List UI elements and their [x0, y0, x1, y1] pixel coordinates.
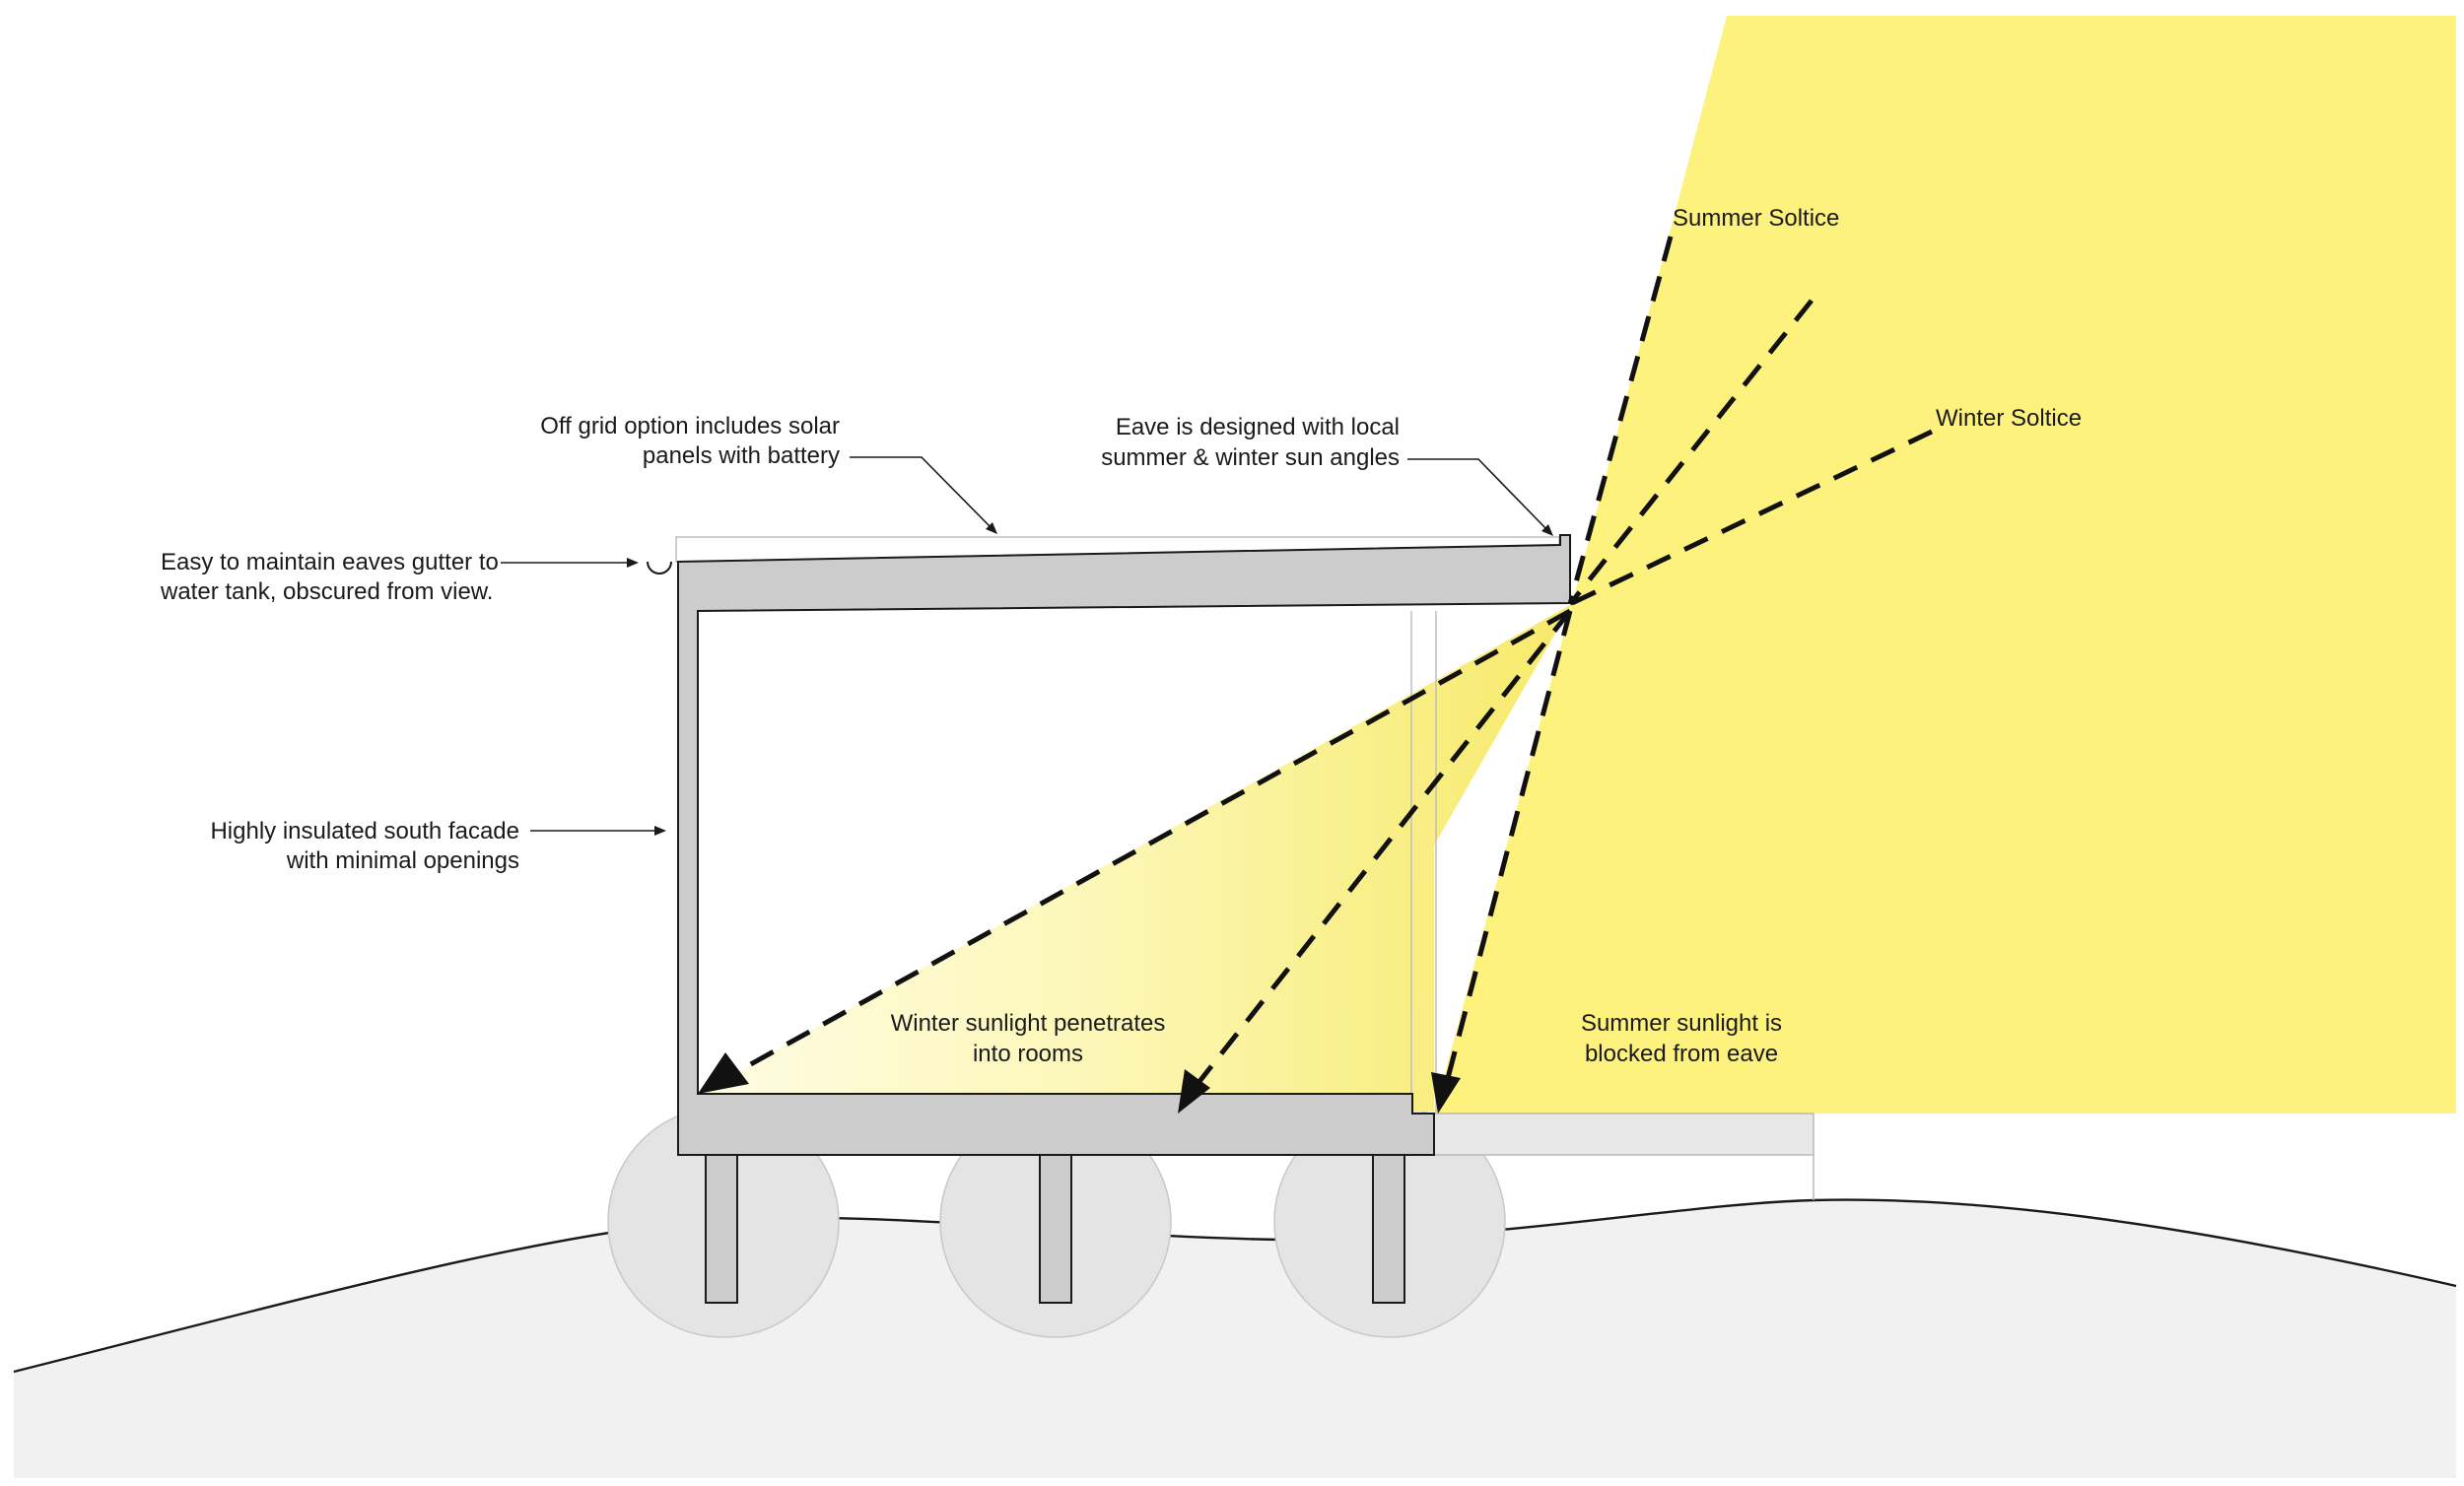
facade-label-line1: Highly insulated south facade — [210, 818, 519, 844]
deck — [1433, 1113, 1814, 1156]
facade-label-line2: with minimal openings — [286, 847, 519, 874]
pier-1 — [705, 1154, 738, 1304]
off-grid-label-line1: Off grid option includes solar — [540, 413, 840, 439]
mid-ray-into-room — [1196, 609, 1572, 1086]
pier-3 — [1372, 1154, 1405, 1304]
facade-leader-arrow — [654, 826, 666, 836]
summer-solstice-label: Summer Soltice — [1673, 205, 1839, 232]
winter-solstice-label: Winter Soltice — [1936, 405, 2082, 432]
eave-label-line1: Eave is designed with local — [1116, 414, 1400, 440]
winter-sunlight-region — [698, 604, 1572, 1112]
off-grid-leader — [850, 456, 994, 531]
eave-leader — [1407, 458, 1550, 533]
eaves-gutter — [647, 561, 672, 574]
ground — [14, 1199, 2456, 1478]
off-grid-label-line2: panels with battery — [643, 442, 840, 469]
winter-solstice-ray — [1568, 429, 1934, 607]
eave-leader-arrow — [1541, 524, 1553, 536]
mid-season-ray — [1568, 299, 1814, 606]
eave-label-line2: summer & winter sun angles — [1101, 444, 1400, 471]
winter-light-label-line1: Winter sunlight penetrates — [891, 1010, 1166, 1037]
gutter-leader-arrow — [627, 558, 639, 568]
mid-ray-arrowhead — [1178, 1069, 1210, 1114]
gutter-label-line1: Easy to maintain eaves gutter to — [161, 549, 499, 575]
summer-light-label-line1: Summer sunlight is — [1581, 1010, 1782, 1037]
winter-ray-into-room — [727, 608, 1572, 1079]
summer-sunlight-region — [1434, 16, 2456, 1114]
winter-ray-arrowhead — [698, 1052, 749, 1094]
gutter-label-line2: water tank, obscured from view. — [160, 578, 493, 605]
summer-light-label-line2: blocked from eave — [1585, 1041, 1778, 1067]
winter-light-label-line2: into rooms — [973, 1041, 1083, 1067]
summer-solstice-ray — [1567, 236, 1674, 605]
pier-2 — [1039, 1154, 1072, 1304]
summer-ray-arrowhead — [1431, 1072, 1461, 1114]
off-grid-leader-arrow — [986, 522, 997, 534]
